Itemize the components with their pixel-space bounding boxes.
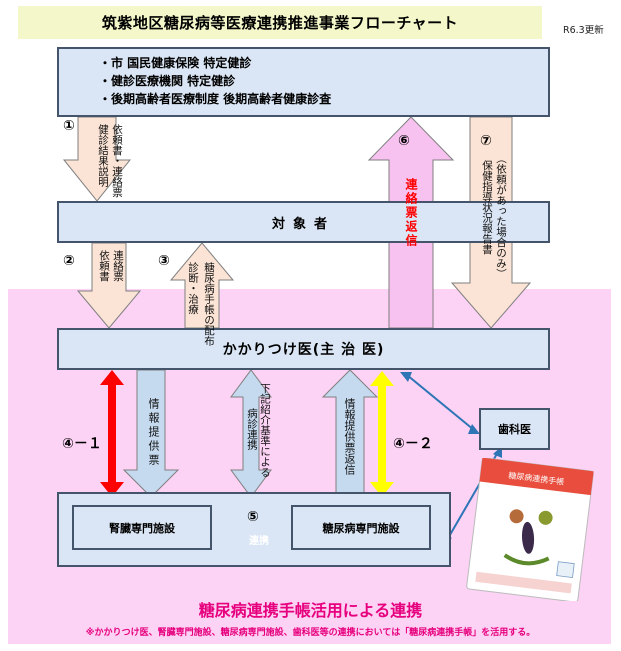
step6-text: 連絡票返信 [404, 178, 418, 248]
step1-text-b: 健診結果説明 [97, 124, 109, 187]
arrow-step2 [76, 242, 142, 329]
info-form-text: 情報提供票 [147, 398, 160, 468]
dentist-box: 歯科医 [479, 408, 550, 450]
step4-1-number: ④－１ [62, 436, 102, 452]
checkup-sources-box: ・市 国民健康保険 特定健診 ・健診医療機関 特定健診 ・後期高齢者医療制度 後… [57, 47, 550, 117]
family-doctor-box: かかりつけ医(主 治 医) [57, 328, 550, 370]
arrow-step3 [169, 242, 235, 329]
step2-text-b: 依頼書 [98, 250, 110, 282]
step4-2-number: ④－２ [393, 436, 433, 452]
checkup-line-1: ・市 国民健康保険 特定健診 [99, 56, 252, 70]
checkup-line-3: ・後期高齢者医療制度 後期高齢者健康診査 [99, 92, 332, 106]
updated-date: R6.3更新 [563, 25, 604, 36]
step6-number: ⑥ [398, 133, 410, 149]
step5-number: ⑤ [247, 509, 259, 525]
checkup-line-2: ・健診医療機関 特定健診 [99, 74, 236, 88]
footer-caption: 糖尿病連携手帳活用による連携 [198, 601, 423, 620]
mid-text-a: 下記紹介基準による [259, 383, 271, 478]
step2-text-a: 連絡票 [112, 250, 124, 282]
step5-label: 連携 [249, 535, 269, 547]
arrow-step1 [62, 116, 132, 202]
arrow-info-down [122, 369, 180, 498]
mid-text-b: 病診連携 [246, 408, 258, 450]
footer-note: ※かかりつけ医、腎臓専門施設、糖尿病専門施設、歯科医等の連携においては「糖尿病連… [85, 628, 536, 638]
kidney-specialist-box: 腎臓専門施設 [72, 505, 212, 550]
step7-number: ⑦ [480, 133, 492, 149]
arrow-info-up [321, 369, 379, 498]
page-title: 筑紫地区糖尿病等医療連携推進事業フローチャート [18, 6, 542, 39]
step1-text-a: 依頼書・連絡票 [111, 124, 123, 198]
diabetes-specialist-box: 糖尿病専門施設 [291, 505, 431, 550]
step2-number: ② [63, 253, 75, 269]
info-reply-text: 情報提供票返信 [343, 398, 356, 475]
diabetes-booklet-image: 糖尿病連携手帳 [466, 458, 594, 601]
step3-text-b: 診断・治療 [187, 262, 199, 315]
step1-number: ① [63, 118, 75, 134]
step3-text-a: 糖尿病手帳の配布 [203, 262, 215, 346]
step7-text-b: 保健指導状況報告書 [481, 160, 493, 255]
subject-box: 対象者 [57, 201, 550, 243]
step7-text-a: （依頼があった場合のみ） [495, 153, 507, 279]
step3-number: ③ [158, 253, 170, 269]
